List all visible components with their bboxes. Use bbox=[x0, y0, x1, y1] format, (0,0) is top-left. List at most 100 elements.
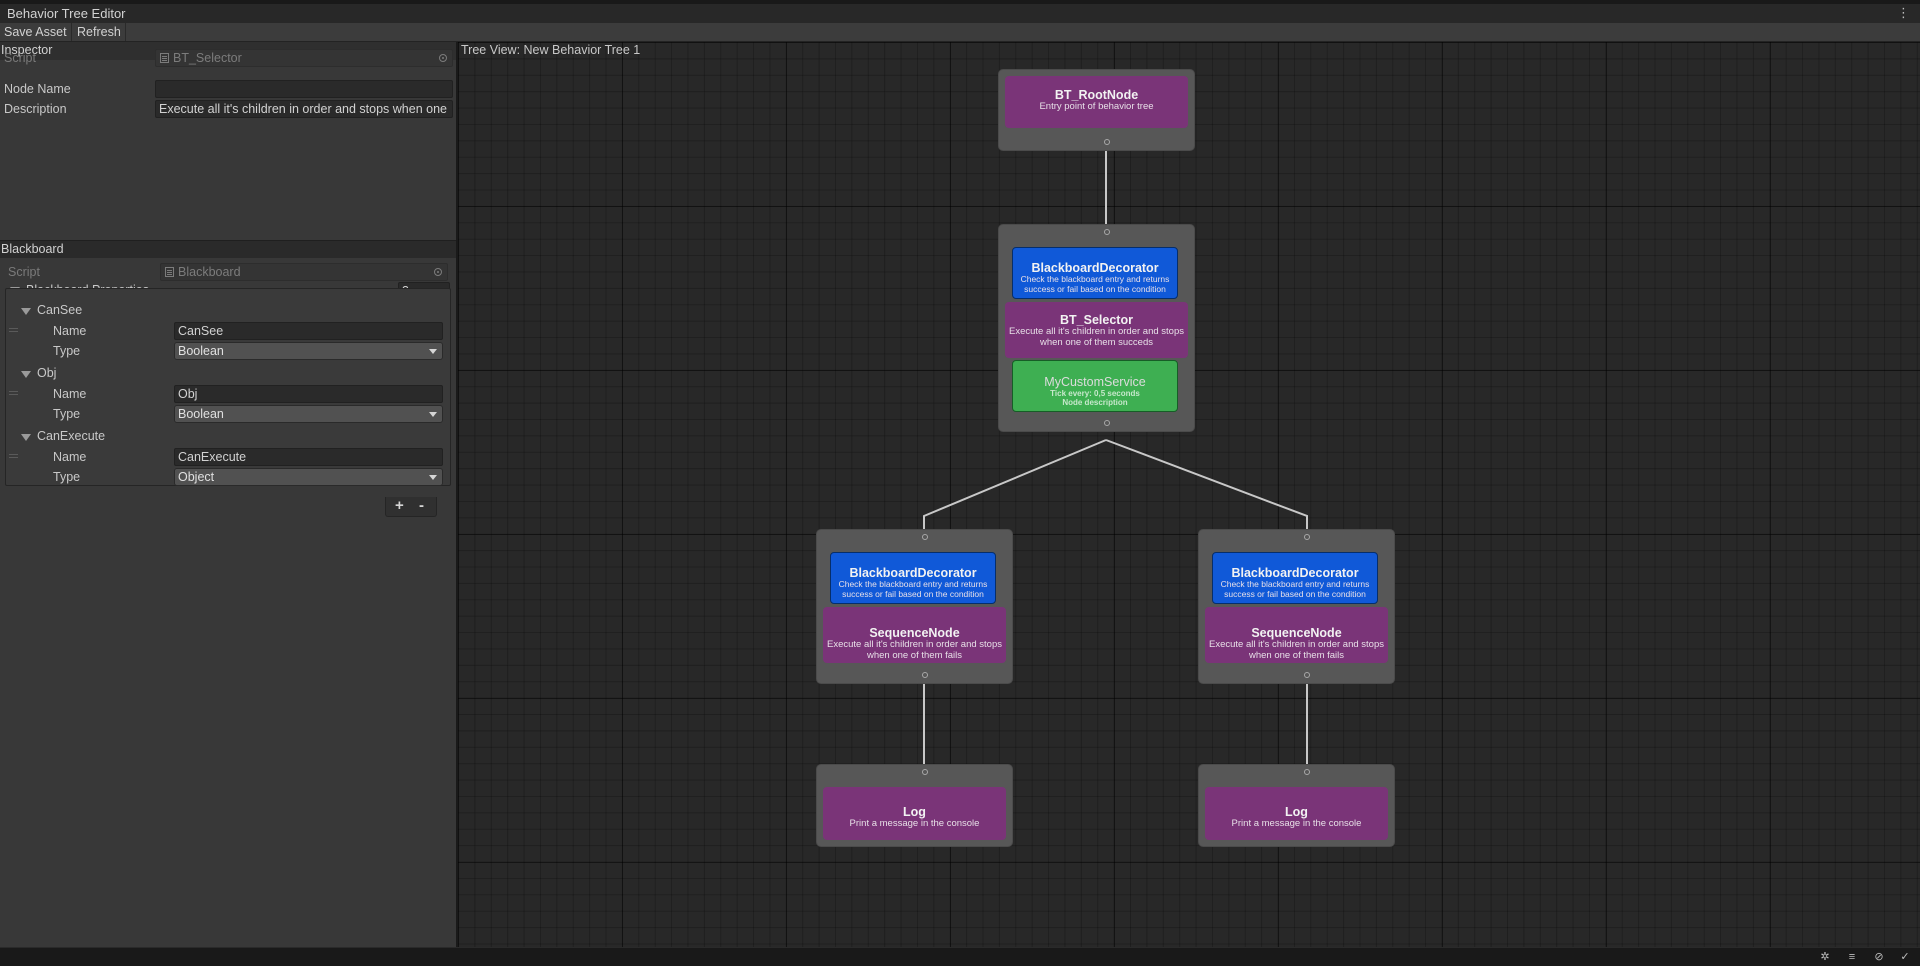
node-title: BlackboardDecorator bbox=[1231, 566, 1359, 580]
edge-selector-to-left-sequence bbox=[923, 439, 1107, 532]
input-port[interactable] bbox=[1104, 229, 1110, 235]
blackboard-object-picker-icon[interactable] bbox=[434, 268, 442, 276]
sequence-card[interactable]: SequenceNode Execute all it's children i… bbox=[823, 607, 1006, 663]
entry-title[interactable]: Obj bbox=[37, 366, 57, 380]
toolbar: Save Asset Refresh bbox=[0, 23, 1920, 42]
service-interval: Tick every: 0,5 seconds bbox=[1050, 389, 1140, 398]
script-field: BT_Selector bbox=[155, 49, 453, 67]
entry-name-label: Name bbox=[53, 387, 87, 401]
drag-handle-icon[interactable] bbox=[9, 328, 18, 332]
left-panel: Inspector Script BT_Selector Node Name D… bbox=[0, 42, 456, 947]
entry-foldout-arrow-icon[interactable] bbox=[21, 434, 31, 441]
entry-name-input[interactable]: Obj bbox=[174, 385, 443, 403]
node-title: BT_Selector bbox=[1060, 313, 1133, 327]
selector-node[interactable]: BlackboardDecorator Check the blackboard… bbox=[998, 224, 1195, 432]
entry-title[interactable]: CanExecute bbox=[37, 429, 106, 443]
entry-type-dropdown[interactable]: Object bbox=[174, 468, 443, 486]
debug-off-icon[interactable]: ✲ bbox=[1820, 951, 1830, 963]
tree-view-canvas[interactable]: Tree View: New Behavior Tree 1 BT_RootNo… bbox=[458, 42, 1920, 947]
entry-name-input[interactable]: CanExecute bbox=[174, 448, 443, 466]
entry-name-label: Name bbox=[53, 324, 87, 338]
node-name-label: Node Name bbox=[4, 82, 71, 96]
node-description: Print a message in the console bbox=[1231, 818, 1362, 829]
log-card[interactable]: Log Print a message in the console bbox=[1205, 787, 1388, 840]
add-entry-button[interactable]: + bbox=[395, 497, 404, 514]
drag-handle-icon[interactable] bbox=[9, 454, 18, 458]
blackboard-script-label: Script bbox=[8, 265, 40, 279]
node-description: Print a message in the console bbox=[849, 818, 980, 829]
chevron-down-icon bbox=[429, 349, 437, 354]
description-input[interactable]: Execute all it's children in order and s… bbox=[155, 100, 453, 118]
log-card[interactable]: Log Print a message in the console bbox=[823, 787, 1006, 840]
node-connections bbox=[923, 142, 1308, 770]
chevron-down-icon bbox=[429, 412, 437, 417]
service-card[interactable]: MyCustomService Tick every: 0,5 seconds … bbox=[1012, 360, 1178, 412]
list-add-remove-controls: + - bbox=[385, 497, 437, 517]
node-title: Log bbox=[1285, 805, 1308, 819]
input-port[interactable] bbox=[922, 534, 928, 540]
entry-type-dropdown[interactable]: Boolean bbox=[174, 342, 443, 360]
title-bar: Behavior Tree Editor ⋮ bbox=[0, 4, 1920, 23]
status-bar: ✲ ≡ ⊘ ✓ bbox=[0, 947, 1920, 966]
drag-handle-icon[interactable] bbox=[9, 391, 18, 395]
entry-type-value: Object bbox=[178, 470, 215, 484]
selector-card[interactable]: BT_Selector Execute all it's children in… bbox=[1005, 302, 1188, 358]
input-port[interactable] bbox=[1304, 534, 1310, 540]
entry-type-label: Type bbox=[53, 344, 81, 358]
root-node[interactable]: BT_RootNode Entry point of behavior tree bbox=[998, 69, 1195, 151]
decorator-card[interactable]: BlackboardDecorator Check the blackboard… bbox=[830, 552, 996, 604]
panel-splitter[interactable] bbox=[456, 42, 458, 947]
tree-view-title: Tree View: New Behavior Tree 1 bbox=[461, 43, 641, 57]
service-description: Node description bbox=[1062, 398, 1128, 407]
check-icon[interactable]: ✓ bbox=[1900, 951, 1910, 963]
object-picker-icon[interactable] bbox=[439, 54, 447, 62]
warning-off-icon[interactable]: ⊘ bbox=[1874, 951, 1884, 963]
edge-selector-to-right-sequence bbox=[1105, 439, 1308, 532]
decorator-card[interactable]: BlackboardDecorator Check the blackboard… bbox=[1012, 247, 1178, 299]
blackboard-file-icon bbox=[165, 267, 174, 277]
layers-icon[interactable]: ≡ bbox=[1848, 951, 1856, 963]
script-label: Script bbox=[4, 51, 36, 65]
input-port[interactable] bbox=[1304, 769, 1310, 775]
entry-type-dropdown[interactable]: Boolean bbox=[174, 405, 443, 423]
more-options-icon[interactable]: ⋮ bbox=[1897, 5, 1910, 20]
output-port[interactable] bbox=[922, 672, 928, 678]
entry-name-input[interactable]: CanSee bbox=[174, 322, 443, 340]
save-asset-button[interactable]: Save Asset bbox=[0, 23, 72, 41]
output-port[interactable] bbox=[1104, 139, 1110, 145]
node-title: BT_RootNode bbox=[1054, 88, 1139, 102]
node-description: Check the blackboard entry and returns s… bbox=[838, 579, 988, 599]
refresh-button[interactable]: Refresh bbox=[73, 23, 126, 41]
output-port[interactable] bbox=[1104, 420, 1110, 426]
entry-type-value: Boolean bbox=[178, 344, 224, 358]
entry-foldout-arrow-icon[interactable] bbox=[21, 308, 31, 315]
blackboard-script-field: Blackboard bbox=[160, 263, 448, 281]
node-title: MyCustomService bbox=[1044, 375, 1146, 389]
node-name-input[interactable] bbox=[155, 80, 453, 98]
entry-type-label: Type bbox=[53, 470, 81, 484]
right-log-node[interactable]: Log Print a message in the console bbox=[1198, 764, 1395, 847]
entry-title[interactable]: CanSee bbox=[37, 303, 83, 317]
decorator-card[interactable]: BlackboardDecorator Check the blackboard… bbox=[1212, 552, 1378, 604]
node-title: BlackboardDecorator bbox=[849, 566, 977, 580]
node-description: Entry point of behavior tree bbox=[1039, 101, 1154, 112]
input-port[interactable] bbox=[922, 769, 928, 775]
window-title: Behavior Tree Editor bbox=[7, 6, 126, 21]
node-description: Execute all it's children in order and s… bbox=[1008, 326, 1185, 348]
blackboard-script-value: Blackboard bbox=[178, 265, 241, 279]
left-sequence-node[interactable]: BlackboardDecorator Check the blackboard… bbox=[816, 529, 1013, 684]
entry-foldout-arrow-icon[interactable] bbox=[21, 371, 31, 378]
left-log-node[interactable]: Log Print a message in the console bbox=[816, 764, 1013, 847]
remove-entry-button[interactable]: - bbox=[419, 497, 424, 514]
node-title: Log bbox=[903, 805, 926, 819]
script-file-icon bbox=[160, 53, 169, 63]
node-description: Check the blackboard entry and returns s… bbox=[1220, 579, 1370, 599]
sequence-card[interactable]: SequenceNode Execute all it's children i… bbox=[1205, 607, 1388, 663]
right-sequence-node[interactable]: BlackboardDecorator Check the blackboard… bbox=[1198, 529, 1395, 684]
output-port[interactable] bbox=[1304, 672, 1310, 678]
node-description: Check the blackboard entry and returns s… bbox=[1020, 274, 1170, 294]
entry-type-label: Type bbox=[53, 407, 81, 421]
script-value: BT_Selector bbox=[173, 51, 242, 65]
root-node-card[interactable]: BT_RootNode Entry point of behavior tree bbox=[1005, 76, 1188, 128]
